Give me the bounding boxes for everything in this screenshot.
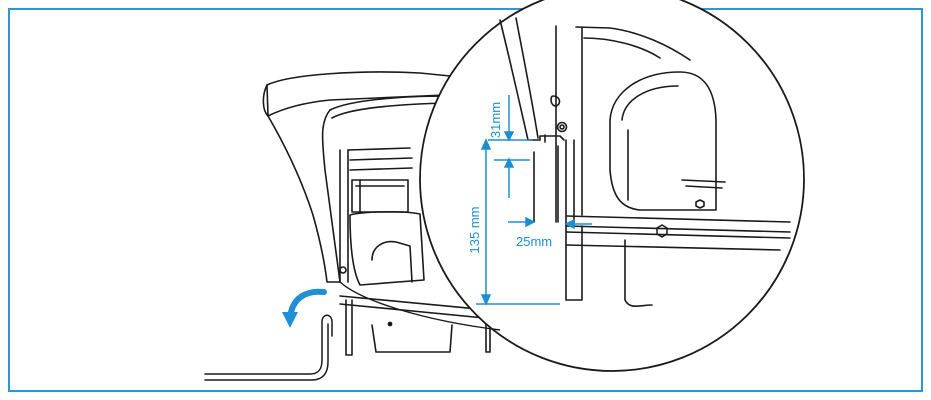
dim-height: 135 mm — [467, 207, 482, 254]
diagram-border — [8, 8, 923, 392]
dim-top-gap: 31mm — [488, 102, 503, 138]
hex-nut-icon — [656, 224, 668, 238]
zoom-appliance — [499, 17, 791, 308]
curved-arrow-icon — [282, 288, 327, 328]
zoom-detail — [419, 0, 805, 372]
dim-side-gap: 25mm — [516, 234, 552, 249]
hook-icon — [204, 314, 333, 381]
dimension-lines — [476, 95, 592, 306]
zoom-connector — [339, 281, 501, 331]
